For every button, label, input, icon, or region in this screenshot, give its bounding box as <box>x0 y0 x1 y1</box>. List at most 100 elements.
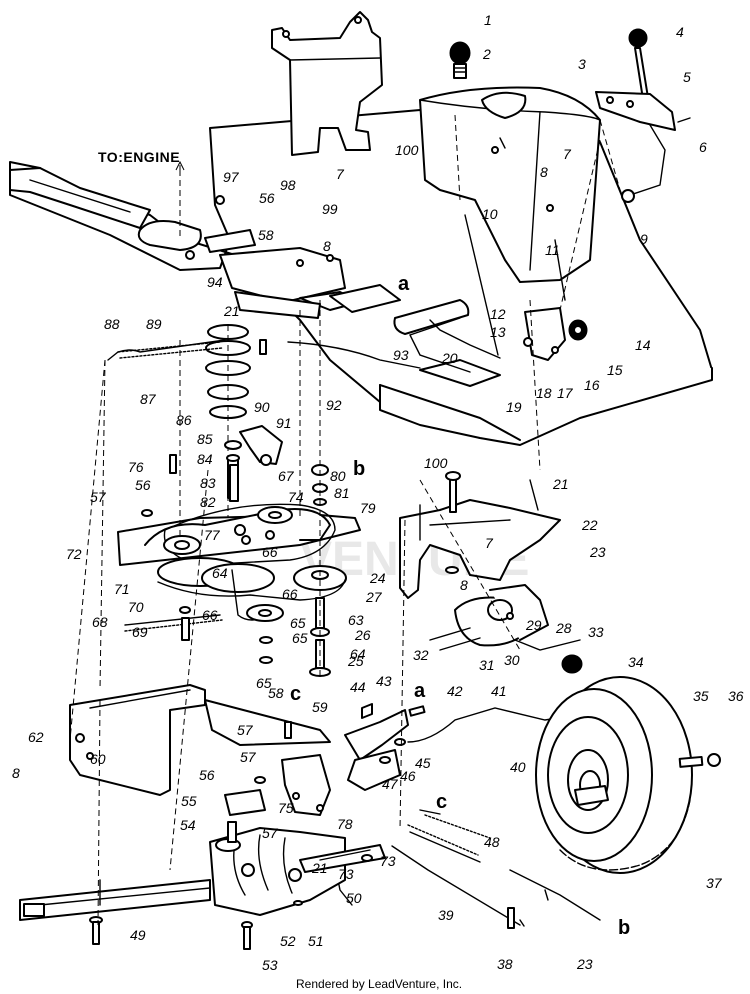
part-label: 15 <box>607 362 623 378</box>
part-label: 43 <box>376 673 392 689</box>
part-label: 81 <box>334 485 350 501</box>
part-label: 60 <box>90 751 106 767</box>
part-label: 90 <box>254 399 270 415</box>
part-label: 56 <box>135 477 151 493</box>
part-label: 47 <box>382 776 399 792</box>
letter-b-low: b <box>618 917 630 939</box>
part-label: 4 <box>676 24 684 40</box>
lever-parts <box>449 28 691 203</box>
part-label: 89 <box>146 316 162 332</box>
part-label: 40 <box>510 759 526 775</box>
part-label: 29 <box>525 617 542 633</box>
part-label: 100 <box>424 455 448 471</box>
footer-credit: Rendered by LeadVenture, Inc. <box>296 977 462 991</box>
part-label: 80 <box>330 468 346 484</box>
part-label: 21 <box>311 860 328 876</box>
part-label: 7 <box>485 535 494 551</box>
shift-bracket <box>344 703 426 791</box>
idler-arm <box>169 425 283 502</box>
part-label: 86 <box>176 412 192 428</box>
part-label: 58 <box>268 685 284 701</box>
part-label: 57 <box>262 825 279 841</box>
part-label: 34 <box>628 654 644 670</box>
part-label: 39 <box>438 907 454 923</box>
part-label: 37 <box>706 875 723 891</box>
part-label: 11 <box>545 242 560 258</box>
part-label: 44 <box>350 679 366 695</box>
part-label: 73 <box>380 853 396 869</box>
part-label: 22 <box>581 517 598 533</box>
part-label: 48 <box>484 834 500 850</box>
part-label: 8 <box>540 164 548 180</box>
part-label: 66 <box>202 607 218 623</box>
part-label: 91 <box>276 415 292 431</box>
part-label: 58 <box>258 227 274 243</box>
part-label: 85 <box>197 431 213 447</box>
bolts-bottom <box>89 854 373 950</box>
repeat-labels: 7 8 56 58 21 100 7 8 56 57 64 65 65 66 6… <box>12 166 593 972</box>
part-label: 65 <box>290 615 306 631</box>
part-label: 68 <box>92 614 108 630</box>
part-label: 57 <box>90 489 107 505</box>
shift-assembly <box>464 214 588 361</box>
part-label: 67 <box>278 468 295 484</box>
brake-pedal <box>393 299 501 373</box>
pulley-stack <box>205 324 251 520</box>
part-label: 62 <box>28 729 44 745</box>
part-label: 72 <box>66 546 82 562</box>
part-label: 10 <box>482 206 498 222</box>
bolts-left <box>141 509 273 664</box>
part-label: 51 <box>308 933 324 949</box>
part-label: 23 <box>576 956 593 972</box>
wheel <box>535 654 721 874</box>
shift-rod <box>407 707 596 743</box>
part-label: 9 <box>640 231 648 247</box>
part-label: 82 <box>200 494 216 510</box>
part-label: 32 <box>413 647 429 663</box>
part-label: 38 <box>497 956 513 972</box>
part-label: 84 <box>197 451 213 467</box>
part-label: 83 <box>200 475 216 491</box>
part-label: 56 <box>259 190 275 206</box>
part-label: 93 <box>393 347 409 363</box>
letter-c-mid: c <box>290 683 301 705</box>
part-label: 97 <box>223 169 240 185</box>
part-label: 76 <box>128 459 144 475</box>
part-label: 71 <box>114 581 130 597</box>
part-label: 56 <box>199 767 215 783</box>
part-label: 23 <box>589 544 606 560</box>
letter-a-top: a <box>398 273 410 295</box>
part-label: 46 <box>400 768 416 784</box>
part-label: 53 <box>262 957 278 973</box>
part-label: 57 <box>237 722 254 738</box>
part-label: 14 <box>635 337 651 353</box>
part-label: 66 <box>262 544 278 560</box>
to-engine-label: TO:ENGINE <box>98 149 180 165</box>
letter-b-mid: b <box>353 458 365 480</box>
part-label: 45 <box>415 755 431 771</box>
part-label: 50 <box>346 890 362 906</box>
part-label: 65 <box>256 675 272 691</box>
letter-c-low: c <box>436 791 447 813</box>
part-label: 100 <box>395 142 419 158</box>
part-label: 63 <box>348 612 364 628</box>
letter-callouts: a b c a c b <box>290 273 630 939</box>
part-label: 64 <box>350 646 366 662</box>
part-label: 8 <box>323 238 331 254</box>
part-label: 24 <box>369 570 386 586</box>
part-label: 41 <box>491 683 507 699</box>
part-label: 20 <box>441 350 458 366</box>
part-label: 49 <box>130 927 146 943</box>
part-label: 94 <box>207 274 223 290</box>
part-label: 28 <box>555 620 572 636</box>
seat-bracket <box>271 11 383 156</box>
console <box>419 86 601 283</box>
part-label: 77 <box>204 527 221 543</box>
transaxle <box>19 821 386 921</box>
part-label: 26 <box>354 627 371 643</box>
part-label: 69 <box>132 624 148 640</box>
part-label: 36 <box>728 688 744 704</box>
part-label: 2 <box>482 46 491 62</box>
part-label: 19 <box>506 399 522 415</box>
part-label: 8 <box>12 765 20 781</box>
